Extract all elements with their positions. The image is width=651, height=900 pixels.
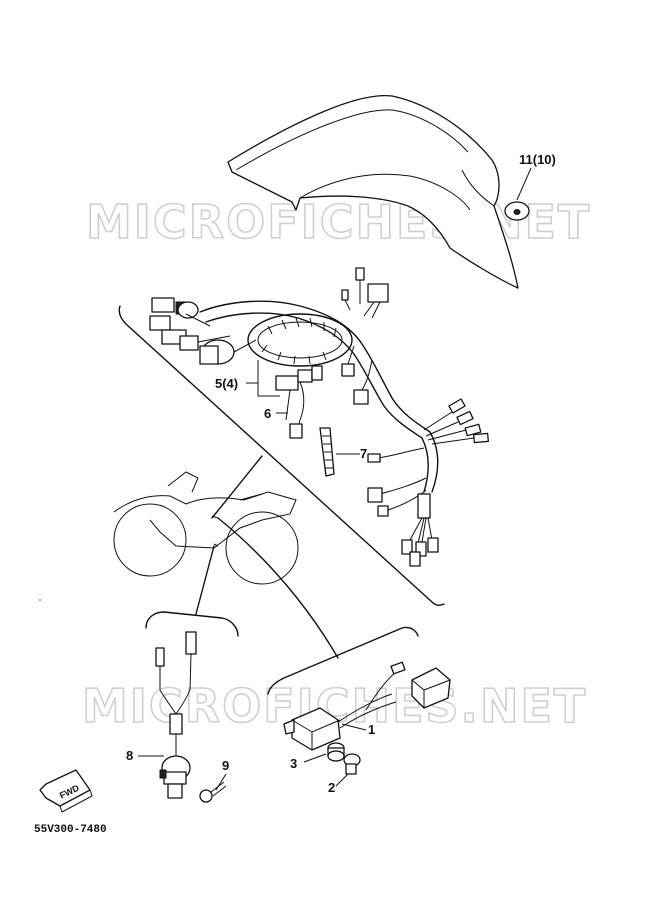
callout-5-4: 5(4) [215, 376, 238, 391]
motorcycle-location-sketch [113, 471, 299, 585]
callout-2: 2 [328, 780, 335, 795]
callout-11-10: 11(10) [519, 152, 556, 167]
leader-to-harness [211, 455, 263, 519]
cable-tie-part-7 [319, 427, 360, 477]
section-bracket-switch [145, 611, 239, 637]
diagram-code: 55V300-7480 [34, 824, 107, 836]
neutral-switch-lead-part-8 [155, 631, 197, 799]
rear-fender [227, 94, 519, 289]
grommet-part-11 [504, 167, 532, 221]
callout-8: 8 [126, 748, 133, 763]
leader-to-cdi [217, 517, 339, 659]
callout-7: 7 [360, 446, 367, 461]
section-bracket-harness [118, 305, 445, 607]
callout-9: 9 [222, 758, 229, 773]
callout-6: 6 [264, 406, 271, 421]
leader-to-switch [195, 545, 215, 615]
collar-part-3 [327, 742, 345, 762]
screw-part-9 [199, 781, 227, 803]
callout-3: 3 [290, 756, 297, 771]
fwd-arrow-icon: FWD [39, 769, 93, 813]
bolt-part-2 [343, 753, 361, 775]
wire-harness-part-5 [149, 267, 489, 567]
callout-1: 1 [368, 722, 375, 737]
cdi-unit-part-1 [283, 661, 451, 751]
sub-lead-part-6 [289, 419, 303, 439]
section-bracket-cdi [267, 626, 419, 695]
